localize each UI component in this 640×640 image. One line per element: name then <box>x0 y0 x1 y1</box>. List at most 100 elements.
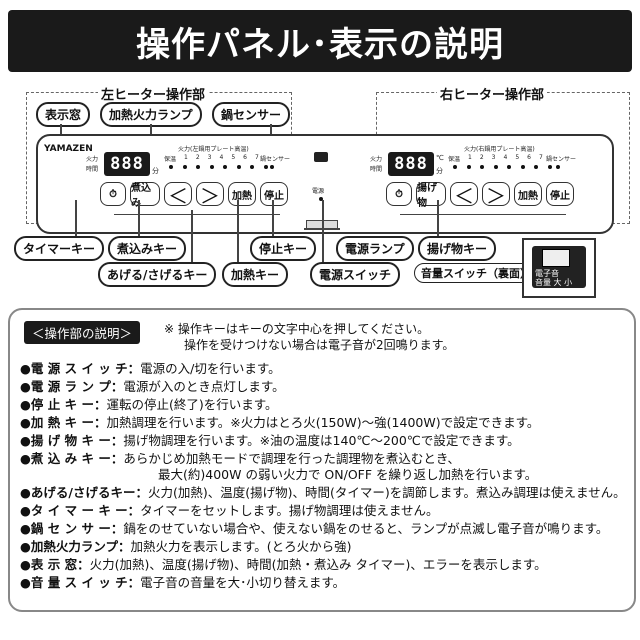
level-label: 6 <box>243 154 247 161</box>
level-label: 5 <box>231 154 236 161</box>
explanation-row: ●揚 げ 物 キ ー：揚げ物調理を行います。※油の温度は140℃～200℃で設定… <box>20 433 520 448</box>
level-label: 7 <box>254 154 259 161</box>
level-lamp <box>250 165 254 169</box>
right-stop-button[interactable]: 停止 <box>546 182 574 206</box>
left-timer-button[interactable]: ⏱ <box>100 182 126 206</box>
left-level-indicators: 1 2 3 4 5 6 7 <box>184 154 259 161</box>
callout-heat-key: 加熱キー <box>222 262 289 287</box>
control-panel: YAMAZEN 火力 時間 888 分 火力(左鍋用プレート高温) 保温 1 2… <box>36 134 614 234</box>
level-lamp <box>507 165 511 169</box>
right-key-rule <box>400 214 566 215</box>
callout-timer-key: タイマーキー <box>14 236 105 261</box>
left-key-rule <box>114 214 280 215</box>
minute-unit-label: 分 <box>152 167 159 175</box>
explanation-row: ●煮 込 み キ ー：あらかじめ加熱モードで調理を行った調理物を煮込むとき、 <box>20 451 460 466</box>
explanation-heading: ＜操作部の説明＞ <box>24 321 141 344</box>
callout-pot-sensor: 鍋センサー <box>212 102 291 127</box>
leader-line <box>272 200 274 236</box>
left-keep-warm-label: 保温 <box>164 156 177 163</box>
level-lamp <box>236 165 241 169</box>
level-lamp <box>223 165 227 169</box>
explanation-row: ●タ イ マ ー キ ー：タイマーをセットします。揚げ物調理は使えません。 <box>20 503 439 518</box>
explanation-box: ＜操作部の説明＞ ※ 操作キーはキーの文字中心を押してください。 操作を受けつけ… <box>8 308 636 612</box>
volume-switch-body: 電子音 音量 大 小 <box>532 246 586 288</box>
celsius-unit-label: ℃ <box>436 154 444 162</box>
page-title: 操作パネル･表示の説明 <box>136 24 504 65</box>
right-timer-button[interactable]: ⏱ <box>386 182 412 206</box>
callout-up-down-key: あげる/さげるキー <box>98 262 217 287</box>
explanation-note-1: ※ 操作キーはキーの文字中心を押してください。 <box>164 322 430 336</box>
level-lamp <box>196 165 200 169</box>
leader-line <box>75 200 77 236</box>
left-pot-sensor-lamp <box>270 165 274 169</box>
right-pot-sensor-label: 鍋センサー <box>546 156 577 163</box>
level-lamp <box>480 165 484 169</box>
volume-switch-label: 音量 大 小 <box>535 278 573 287</box>
right-level-lamps <box>453 165 552 169</box>
callout-simmer-key: 煮込みキー <box>108 236 187 261</box>
level-label: 7 <box>538 154 543 161</box>
time-small-label: 時間 <box>86 166 99 173</box>
level-label: 4 <box>219 154 224 161</box>
volume-switch-top-label: 電子音 <box>535 269 559 278</box>
level-lamp <box>453 165 457 169</box>
explanation-row: ●加 熱 キ ー：加熱調理を行います。※火力はとろ火(150W)～強(1400W… <box>20 415 540 430</box>
level-lamp <box>209 165 214 169</box>
left-up-button[interactable]: ＞ <box>196 182 224 208</box>
volume-switch-inset: 電子音 音量 大 小 <box>522 238 596 298</box>
left-down-button[interactable]: ＜ <box>164 182 192 208</box>
title-bar: 操作パネル･表示の説明 <box>8 10 632 72</box>
explanation-row: ●音 量 ス イ ッ チ：電子音の音量を大･小切り替えます。 <box>20 575 346 590</box>
explanation-row: ●電 源 ス イ ッ チ：電源の入/切を行います。 <box>20 361 281 376</box>
level-label: 1 <box>184 154 188 161</box>
explanation-row: ●あげる/さげるキー：火力(加熱)、温度(揚げ物)、時間(タイマー)を調節します… <box>20 485 626 500</box>
explanation-row: ●加熱火力ランプ：加熱火力を表示します。(とろ火から強) <box>20 539 352 554</box>
right-down-button[interactable]: ＜ <box>450 182 478 208</box>
right-level-indicators: 1 2 3 4 5 6 7 <box>468 154 543 161</box>
explanation-note-2: 操作を受けつけない場合は電子音が2回鳴ります。 <box>184 338 455 352</box>
time-small-label-r: 時間 <box>370 166 383 173</box>
right-display-window: 888 <box>388 152 434 176</box>
volume-switch-toggle[interactable] <box>542 249 570 267</box>
right-heat-button[interactable]: 加熱 <box>514 182 542 206</box>
right-fry-button[interactable]: 揚げ物 <box>416 182 446 209</box>
power-small-label: 電源 <box>312 188 325 195</box>
level-lamp <box>547 165 552 169</box>
level-lamp <box>466 165 471 169</box>
level-label: 2 <box>479 154 484 161</box>
level-lamp <box>182 165 187 169</box>
level-lamp <box>534 165 538 169</box>
left-heat-button[interactable]: 加熱 <box>228 182 256 206</box>
explanation-row: ●鍋 セ ン サ ー：鍋をのせていない場合や、使えない鍋をのせると、ランプが点滅… <box>20 521 609 536</box>
level-label: 6 <box>527 154 531 161</box>
brand-logo: YAMAZEN <box>44 144 93 154</box>
minute-unit-label-r: 分 <box>436 167 443 175</box>
left-simmer-button[interactable]: 煮込み <box>130 182 160 209</box>
explanation-row: ●表 示 窓：火力(加熱)、温度(揚げ物)、時間(加熱・煮込み タイマー)、エラ… <box>20 557 547 572</box>
level-label: 1 <box>468 154 472 161</box>
left-section-label: 左ヒーター操作部 <box>98 84 209 103</box>
level-label: 5 <box>515 154 520 161</box>
leader-line <box>322 228 324 262</box>
callout-fry-key: 揚げ物キー <box>418 236 497 261</box>
callout-power-switch: 電源スイッチ <box>310 262 401 287</box>
explanation-row: ●電 源 ラ ン プ：電源が入のとき点灯します。 <box>20 379 285 394</box>
right-pot-sensor-lamp <box>556 165 560 169</box>
callout-stop-key: 停止キー <box>250 236 317 261</box>
leader-line <box>150 124 152 142</box>
level-lamp <box>169 165 173 169</box>
explanation-row-continued: 最大(約)400W の弱い火力で ON/OFF を繰り返し加熱を行います。 <box>158 467 538 482</box>
level-lamp <box>263 165 268 169</box>
firepower-small-label: 火力 <box>86 156 99 163</box>
left-pot-sensor-label: 鍋センサー <box>260 156 291 163</box>
leader-line <box>437 200 439 236</box>
leader-line <box>322 200 324 236</box>
callout-power-lamp: 電源ランプ <box>336 236 414 261</box>
level-label: 2 <box>195 154 200 161</box>
left-stop-button[interactable]: 停止 <box>260 182 288 206</box>
left-firepower-plate-label: 火力(左鍋用プレート高温) <box>178 146 249 153</box>
right-section-label: 右ヒーター操作部 <box>437 84 548 103</box>
right-keep-warm-label: 保温 <box>448 156 461 163</box>
leader-line <box>191 210 193 262</box>
right-up-button[interactable]: ＞ <box>482 182 510 208</box>
